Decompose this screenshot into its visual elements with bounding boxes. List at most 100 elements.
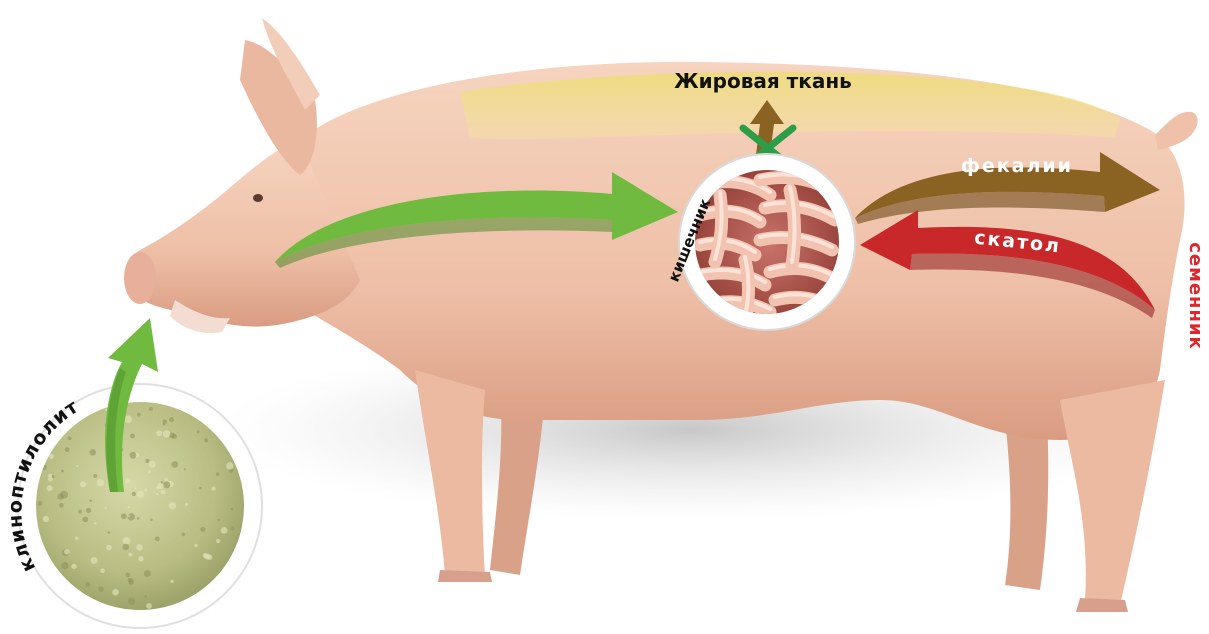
fat-tissue-label: Жировая ткань (674, 69, 852, 93)
powder-speckle (161, 490, 166, 495)
powder-speckle (89, 499, 92, 502)
powder-speckle (121, 513, 127, 519)
powder-speckle (144, 489, 147, 492)
powder-speckle (90, 449, 96, 455)
powder-speckle (155, 536, 160, 541)
powder-speckle (157, 483, 164, 490)
powder-speckle (108, 531, 111, 534)
powder-speckle (123, 537, 131, 545)
powder-speckle (130, 433, 135, 438)
powder-speckle (221, 527, 228, 534)
powder-speckle (149, 407, 153, 411)
powder-speckle (43, 516, 49, 522)
powder-speckle (137, 491, 144, 498)
powder-speckle (135, 488, 137, 490)
powder-speckle (138, 556, 143, 561)
powder-speckle (106, 545, 111, 550)
powder-speckle (194, 544, 197, 547)
powder-speckle (71, 564, 76, 569)
powder-speckle (136, 544, 143, 551)
powder-speckle (197, 430, 200, 433)
powder-speckle (112, 589, 119, 596)
powder-speckle (169, 502, 176, 509)
powder-speckle (125, 478, 130, 483)
powder-speckle (75, 536, 78, 539)
powder-speckle (231, 508, 233, 510)
powder-speckle (125, 573, 130, 578)
powder-speckle (64, 549, 70, 555)
powder-speckle (49, 454, 54, 459)
clinoptilolite-circle: клиноптилолит (4, 384, 262, 628)
powder-speckle (122, 544, 129, 551)
powder-speckle (204, 438, 208, 442)
powder-speckle (184, 468, 186, 470)
powder-speckle (163, 481, 170, 488)
powder-speckle (218, 519, 221, 522)
powder-speckle (128, 598, 135, 605)
powder-speckle (59, 503, 64, 508)
powder-speckle (128, 515, 130, 517)
feces-label: фекалии (961, 155, 1073, 177)
powder-speckle (199, 487, 202, 490)
powder-speckle (128, 553, 132, 557)
powder-speckle (83, 517, 89, 523)
powder-speckle (171, 461, 178, 468)
powder-speckle (48, 474, 52, 478)
powder-speckle (170, 580, 173, 583)
powder-speckle (80, 481, 86, 487)
powder-speckle (148, 470, 151, 473)
powder-speckle (38, 601, 44, 607)
powder-speckle (149, 461, 156, 468)
powder-speckle (144, 570, 151, 577)
powder-speckle (163, 430, 170, 437)
powder-speckle (182, 533, 186, 537)
powder-speckle (61, 470, 64, 473)
powder-speckle (93, 474, 97, 478)
powder-speckle (164, 478, 168, 482)
powder-speckle (97, 479, 104, 486)
powder-speckle (169, 417, 174, 422)
powder-speckle (46, 485, 52, 491)
powder-speckle (94, 522, 97, 525)
powder-speckle (137, 413, 141, 417)
powder-speckle (156, 430, 162, 436)
powder-speckle (144, 595, 147, 598)
powder-speckle (146, 603, 152, 609)
powder-speckle (65, 447, 70, 452)
powder-speckle (128, 578, 133, 583)
powder-speckle (216, 539, 220, 543)
powder-speckle (90, 557, 97, 564)
powder-speckle (57, 493, 64, 500)
powder-speckle (163, 419, 167, 423)
powder-speckle (127, 506, 129, 508)
powder-speckle (230, 526, 234, 530)
powder-speckle (85, 582, 90, 587)
powder-speckle (211, 486, 215, 490)
powder-speckle (228, 402, 232, 406)
powder-speckle (156, 493, 159, 496)
powder-speckle (105, 408, 107, 410)
powder-speckle (204, 553, 210, 559)
powder-speckle (137, 517, 140, 520)
powder-speckle (76, 465, 78, 467)
powder-speckle (216, 473, 219, 476)
powder-speckle (100, 568, 105, 573)
powder-speckle (38, 501, 43, 506)
powder-speckle (132, 492, 136, 496)
powder-speckle (98, 586, 104, 592)
powder-speckle (200, 527, 205, 532)
powder-speckle (61, 562, 68, 569)
powder-speckle (226, 462, 233, 469)
powder-speckle (68, 436, 72, 440)
powder-speckle (185, 503, 188, 506)
powder-speckle (86, 508, 91, 513)
powder-speckle (163, 423, 166, 426)
powder-speckle (145, 459, 149, 463)
powder-speckle (104, 507, 106, 509)
powder-speckle (150, 518, 153, 521)
powder-speckle (130, 452, 137, 459)
powder-speckle (78, 510, 82, 514)
testes-label: семенник (1185, 242, 1206, 350)
powder-speckle (161, 481, 164, 484)
